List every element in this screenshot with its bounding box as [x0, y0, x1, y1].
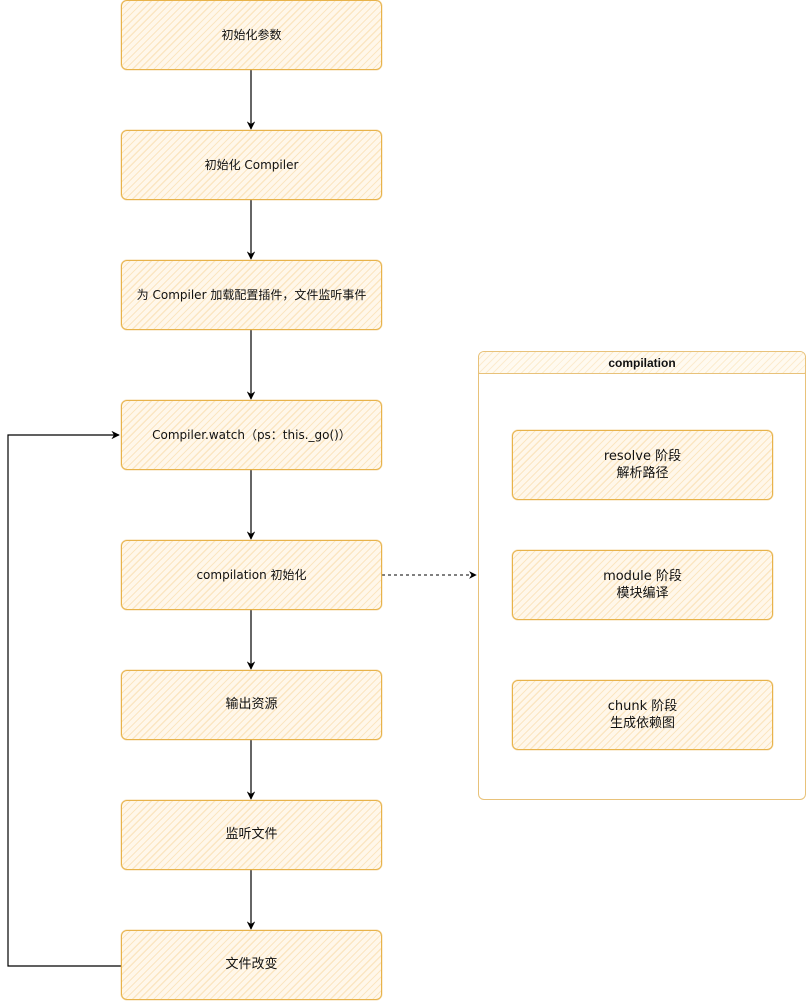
node-module-phase[interactable]: module 阶段 模块编译	[512, 550, 773, 620]
node-load-plugins[interactable]: 为 Compiler 加载配置插件，文件监听事件	[121, 260, 382, 330]
node-watch-files-label: 监听文件	[225, 827, 278, 842]
node-compilation-init[interactable]: compilation 初始化	[121, 540, 382, 610]
node-emit-assets-label: 输出资源	[225, 697, 278, 712]
node-init-compiler-label: 初始化 Compiler	[204, 158, 299, 172]
node-chunk-phase-line2: 生成依赖图	[609, 716, 675, 731]
node-init-params-label: 初始化参数	[221, 28, 282, 42]
node-compilation-init-label: compilation 初始化	[196, 568, 307, 582]
node-init-params[interactable]: 初始化参数	[121, 0, 382, 70]
node-load-plugins-label: 为 Compiler 加载配置插件，文件监听事件	[136, 288, 367, 302]
node-module-phase-line2: 模块编译	[616, 586, 669, 601]
compilation-group-title: compilation	[479, 352, 805, 374]
node-file-changed-label: 文件改变	[225, 957, 278, 972]
node-emit-assets[interactable]: 输出资源	[121, 670, 382, 740]
node-compiler-watch-label: Compiler.watch（ps：this._go()）	[152, 428, 351, 442]
node-watch-files[interactable]: 监听文件	[121, 800, 382, 870]
node-chunk-phase[interactable]: chunk 阶段 生成依赖图	[512, 680, 773, 750]
node-resolve-phase-line1: resolve 阶段	[603, 449, 682, 464]
node-init-compiler[interactable]: 初始化 Compiler	[121, 130, 382, 200]
loop-arrow-file-change-to-watch	[7, 430, 121, 967]
node-resolve-phase-line2: 解析路径	[616, 466, 669, 481]
node-file-changed[interactable]: 文件改变	[121, 930, 382, 1000]
node-module-phase-line1: module 阶段	[603, 569, 682, 584]
node-chunk-phase-line1: chunk 阶段	[607, 699, 678, 714]
node-compiler-watch[interactable]: Compiler.watch（ps：this._go()）	[121, 400, 382, 470]
node-resolve-phase[interactable]: resolve 阶段 解析路径	[512, 430, 773, 500]
